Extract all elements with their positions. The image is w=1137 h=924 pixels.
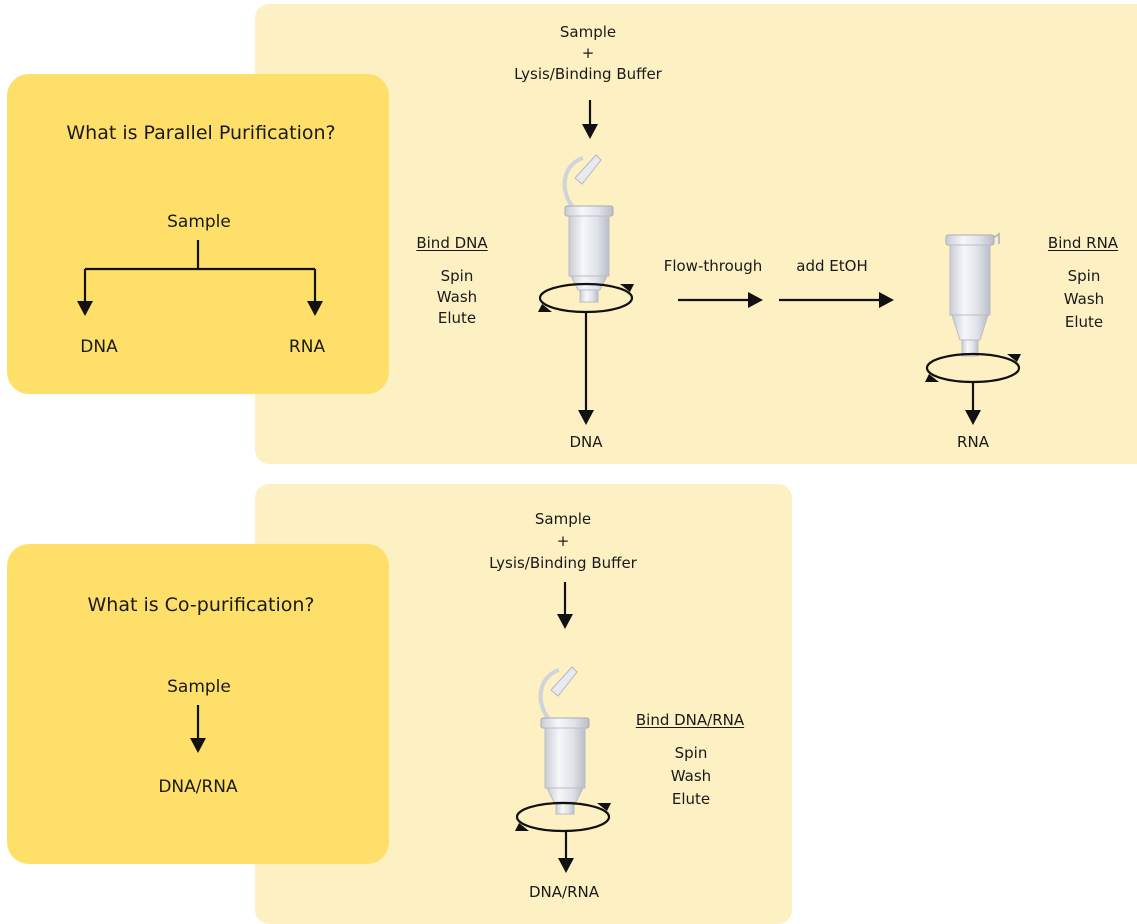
copurification-title: What is Co-purification?: [87, 594, 315, 616]
parallel-definition-panel: [7, 74, 389, 394]
bind-dna-title: Bind DNA: [416, 234, 488, 252]
arrow-input-parallel: [582, 124, 598, 139]
copurification-spin-column: [538, 666, 590, 815]
rna-spin-column: [945, 232, 1000, 357]
copurification-input-plus: +: [556, 532, 570, 550]
arrow-dna-output: [578, 410, 594, 425]
arrow-copurification-output: [558, 858, 574, 873]
bind-dna-rna-step-wash: Wash: [670, 767, 712, 785]
bind-rna-step-spin: Spin: [1067, 267, 1101, 285]
parallel-summary-dna: DNA: [80, 337, 118, 357]
copurification-output: DNA/RNA: [529, 883, 599, 901]
flow-through-label: Flow-through: [663, 257, 763, 275]
bind-dna-rna-step-elute: Elute: [671, 790, 711, 808]
arrow-add-etoh: [879, 292, 894, 308]
parallel-title: What is Parallel Purification?: [66, 122, 336, 144]
copurification-summary-sample: Sample: [167, 677, 231, 697]
dna-spin-column: [562, 154, 614, 303]
arrow-copurification-summary: [190, 738, 206, 753]
parallel-input-plus: +: [581, 44, 595, 62]
bind-rna-step-wash: Wash: [1063, 290, 1105, 308]
parallel-summary-tree: [83, 240, 317, 303]
arrow-rna-output: [965, 410, 981, 425]
parallel-output-dna: DNA: [569, 433, 603, 451]
arrowhead-dna-summary: [77, 301, 93, 316]
copurification-input-sample: Sample: [534, 510, 592, 528]
bind-dna-rna-step-spin: Spin: [674, 744, 708, 762]
copurification-summary-output: DNA/RNA: [158, 777, 238, 797]
bind-dna-rna-title: Bind DNA/RNA: [635, 711, 745, 729]
arrow-flow-through: [748, 292, 763, 308]
parallel-input-buffer: Lysis/Binding Buffer: [514, 65, 662, 83]
parallel-input-sample: Sample: [559, 23, 617, 41]
parallel-workflow-panel: [255, 4, 1137, 464]
parallel-summary-rna: RNA: [288, 337, 326, 357]
parallel-output-rna: RNA: [957, 433, 989, 451]
bind-rna-step-elute: Elute: [1064, 313, 1104, 331]
copurification-definition-panel: [7, 544, 389, 864]
bind-dna-step-wash: Wash: [436, 288, 478, 306]
bind-rna-title: Bind RNA: [1047, 234, 1119, 252]
parallel-summary-sample: Sample: [167, 212, 231, 232]
bind-dna-step-elute: Elute: [437, 309, 477, 327]
arrow-input-copurification: [557, 614, 573, 629]
copurification-input-buffer: Lysis/Binding Buffer: [489, 554, 637, 572]
bind-dna-step-spin: Spin: [440, 267, 474, 285]
add-etoh-label: add EtOH: [796, 257, 868, 275]
arrowhead-rna-summary: [307, 301, 323, 316]
